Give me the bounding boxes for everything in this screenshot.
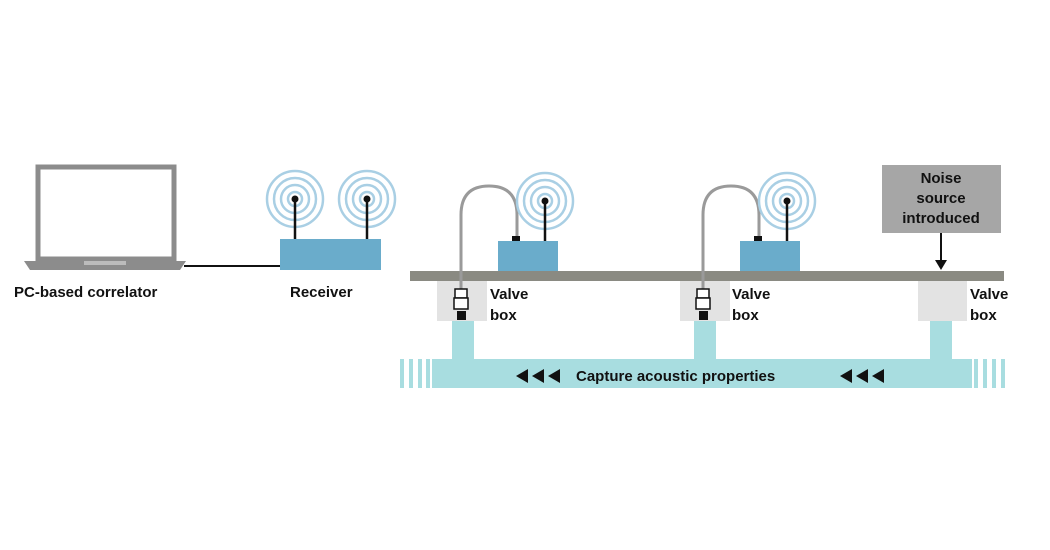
ground-surface: [410, 271, 1004, 281]
arrow-left-icon-group-2: [840, 369, 884, 383]
sensor-1: [453, 184, 520, 320]
receiver-antenna-left: [265, 169, 325, 240]
noise-source-box: [882, 165, 1001, 233]
valve-box-1-label-line2: box: [490, 307, 517, 324]
valve-box-1-label-line1: Valve: [490, 286, 528, 303]
valve-box-3-label-line2: box: [970, 307, 997, 324]
receiver-label: Receiver: [290, 284, 353, 301]
valve-box-2-label-line2: box: [732, 307, 759, 324]
arrow-left-icon-group-1: [516, 369, 560, 383]
valve-box-3-label-line1: Valve: [970, 286, 1008, 303]
transmitter-1-box: [498, 241, 558, 271]
transmitter-2-box: [740, 241, 800, 271]
noise-source-line3: introduced: [902, 210, 980, 227]
pipe-caption: Capture acoustic properties: [576, 368, 775, 385]
transmitter-1-antenna: [515, 171, 575, 242]
noise-source-line2: source: [916, 190, 965, 207]
receiver-antenna-right: [337, 169, 397, 240]
sensor-2: [695, 184, 762, 320]
correlator-label: PC-based correlator: [14, 284, 158, 301]
valve-box-2-label-line1: Valve: [732, 286, 770, 303]
receiver-box: [280, 239, 381, 270]
laptop-icon: [24, 164, 186, 270]
noise-source-line1: Noise: [921, 170, 962, 187]
arrow-down-icon: [935, 233, 947, 270]
transmitter-2-antenna: [757, 171, 817, 242]
valve-box-3: [918, 281, 967, 321]
